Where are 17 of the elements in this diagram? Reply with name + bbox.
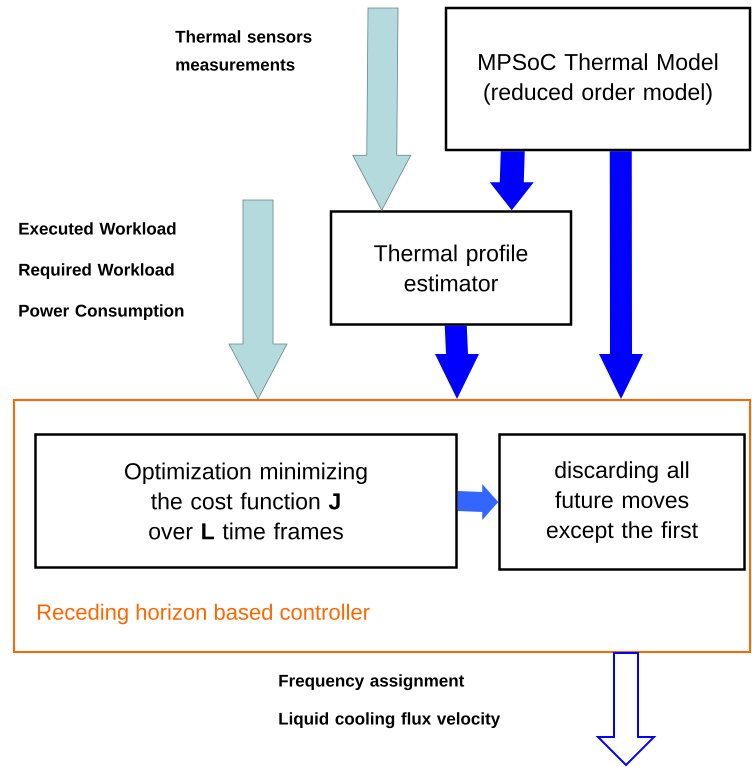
block-arrow bbox=[490, 151, 534, 210]
input-label: Frequency assignment bbox=[279, 674, 464, 690]
input-label: Required Workload bbox=[19, 263, 174, 280]
block-arrow bbox=[435, 326, 479, 399]
input-label: Liquid cooling flux velocity bbox=[279, 712, 500, 728]
block-arrow bbox=[458, 484, 498, 520]
process-box: Optimization minimizing the cost function J over L time frames bbox=[34, 433, 458, 569]
block-arrow bbox=[599, 151, 643, 399]
process-box: discarding all future moves except the first bbox=[498, 433, 746, 571]
input-label: Executed Workload bbox=[19, 222, 176, 235]
process-box: Thermal profile estimator bbox=[330, 210, 572, 326]
block-arrow bbox=[596, 652, 656, 766]
block-arrow bbox=[352, 8, 412, 212]
block-arrow bbox=[228, 200, 288, 400]
process-box: MPSoC Thermal Model (reduced order model) bbox=[444, 6, 752, 152]
input-label: Power Consumption bbox=[19, 304, 184, 320]
input-label: Thermal sensors measurements bbox=[175, 30, 312, 71]
